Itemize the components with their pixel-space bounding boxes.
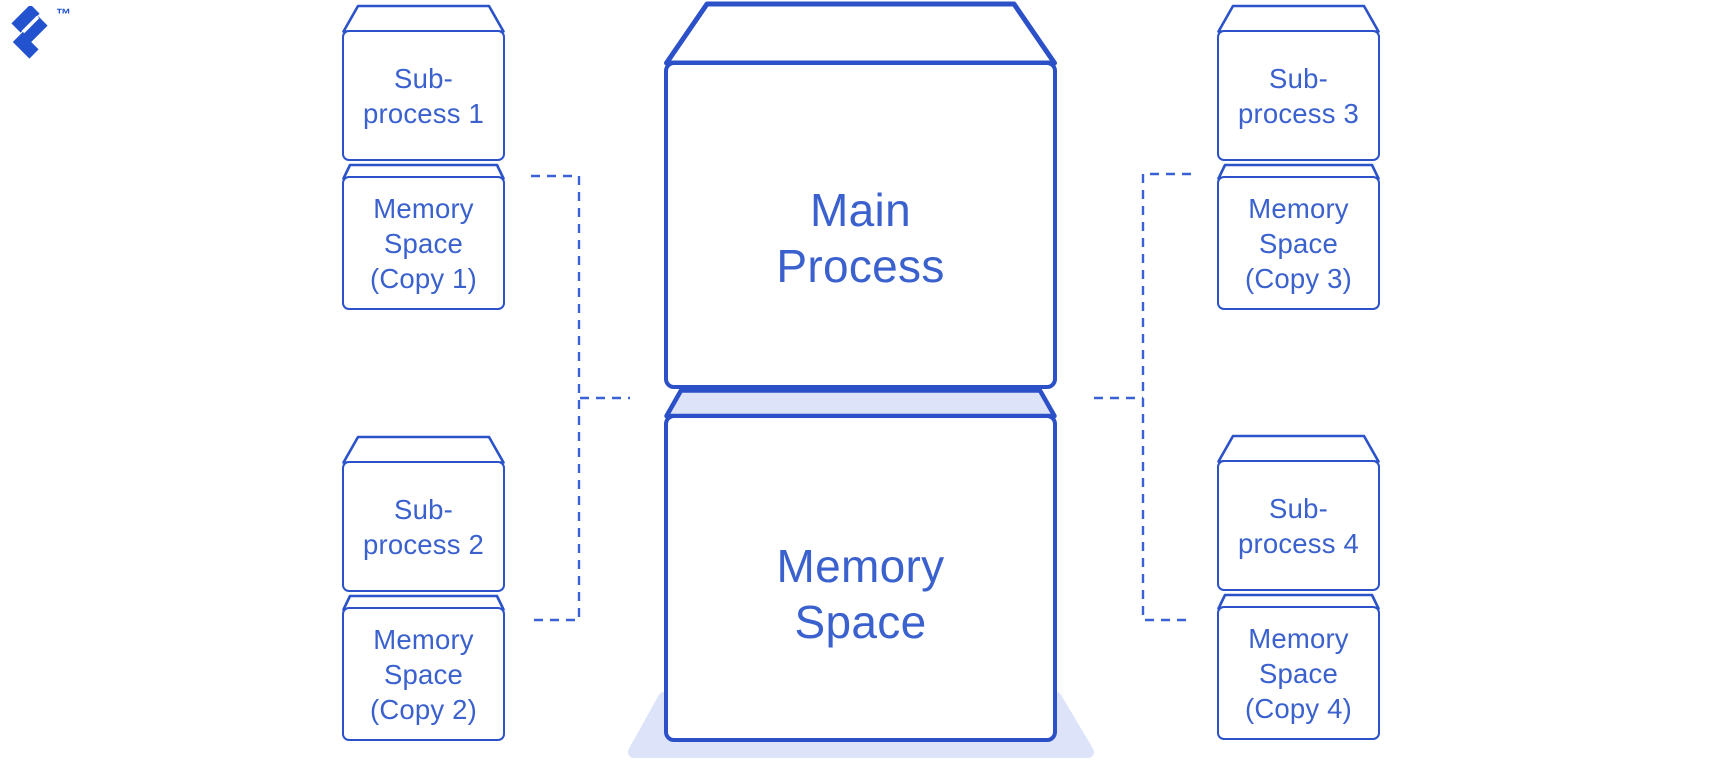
- memory-copy-label: Memory Space (Copy 3): [1245, 191, 1352, 296]
- label-line: Memory: [1248, 192, 1349, 224]
- subprocess-label: Sub- process 3: [1238, 61, 1359, 131]
- right-connector-line: [1141, 172, 1191, 622]
- subprocess-box-lid: [342, 435, 505, 464]
- label-line: Memory: [1248, 622, 1349, 654]
- main-memory-box: Memory Space: [664, 414, 1057, 742]
- main-process-label: Main Process: [776, 182, 944, 294]
- main-memory-label: Memory Space: [777, 538, 945, 650]
- subprocess-group-1: Sub- process 1 Memory Space (Copy 1): [342, 4, 505, 310]
- label-line: Sub-: [1269, 492, 1328, 524]
- subprocess-group-2: Sub- process 2 Memory Space (Copy 2): [342, 435, 505, 741]
- main-memory-lid: [664, 388, 1057, 419]
- label-line: Space: [384, 658, 463, 690]
- label-line: Sub-: [394, 493, 453, 525]
- label-line: Space: [1259, 227, 1338, 259]
- label-line: Space: [794, 596, 927, 648]
- subprocess-label: Sub- process 2: [363, 492, 484, 562]
- label-line: Sub-: [1269, 62, 1328, 94]
- subprocess-4-box: Sub- process 4: [1217, 460, 1380, 591]
- label-line: process 1: [362, 97, 485, 129]
- label-line: Process: [776, 240, 945, 292]
- subprocess-group-4: Sub- process 4 Memory Space (Copy 4): [1217, 434, 1380, 740]
- subprocess-label: Sub- process 1: [363, 61, 484, 131]
- label-line: Memory: [373, 623, 474, 655]
- label-line: (Copy 3): [1244, 262, 1353, 294]
- memory-copy-label: Memory Space (Copy 4): [1245, 621, 1352, 726]
- label-line: (Copy 4): [1244, 692, 1353, 724]
- label-line: Memory: [776, 540, 945, 592]
- label-line: process 2: [362, 528, 485, 560]
- main-process-box: Main Process: [664, 61, 1057, 389]
- subprocess-group-3: Sub- process 3 Memory Space (Copy 3): [1217, 4, 1380, 310]
- label-line: Space: [384, 227, 463, 259]
- subprocess-3-box: Sub- process 3: [1217, 30, 1380, 161]
- subprocess-2-box: Sub- process 2: [342, 461, 505, 592]
- memory-copy-3-box: Memory Space (Copy 3): [1217, 176, 1380, 310]
- left-connector-line: [531, 174, 581, 622]
- memory-copy-2-box: Memory Space (Copy 2): [342, 607, 505, 741]
- subprocess-label: Sub- process 4: [1238, 491, 1359, 561]
- subprocess-1-box: Sub- process 1: [342, 30, 505, 161]
- trademark-symbol: ™: [56, 6, 71, 23]
- toptal-logo-icon: [11, 6, 48, 59]
- label-line: process 3: [1237, 97, 1360, 129]
- label-line: (Copy 1): [369, 262, 478, 294]
- subprocess-box-lid: [342, 4, 505, 33]
- subprocess-box-lid: [1217, 4, 1380, 33]
- label-line: Memory: [373, 192, 474, 224]
- subprocess-box-lid: [1217, 434, 1380, 463]
- label-line: process 4: [1237, 527, 1360, 559]
- label-line: Space: [1259, 657, 1338, 689]
- memory-copy-label: Memory Space (Copy 2): [370, 622, 477, 727]
- memory-copy-label: Memory Space (Copy 1): [370, 191, 477, 296]
- memory-copy-4-box: Memory Space (Copy 4): [1217, 606, 1380, 740]
- main-process-lid: [664, 1, 1057, 66]
- memory-copy-1-box: Memory Space (Copy 1): [342, 176, 505, 310]
- label-line: (Copy 2): [369, 693, 478, 725]
- label-line: Main: [810, 184, 911, 236]
- label-line: Sub-: [394, 62, 453, 94]
